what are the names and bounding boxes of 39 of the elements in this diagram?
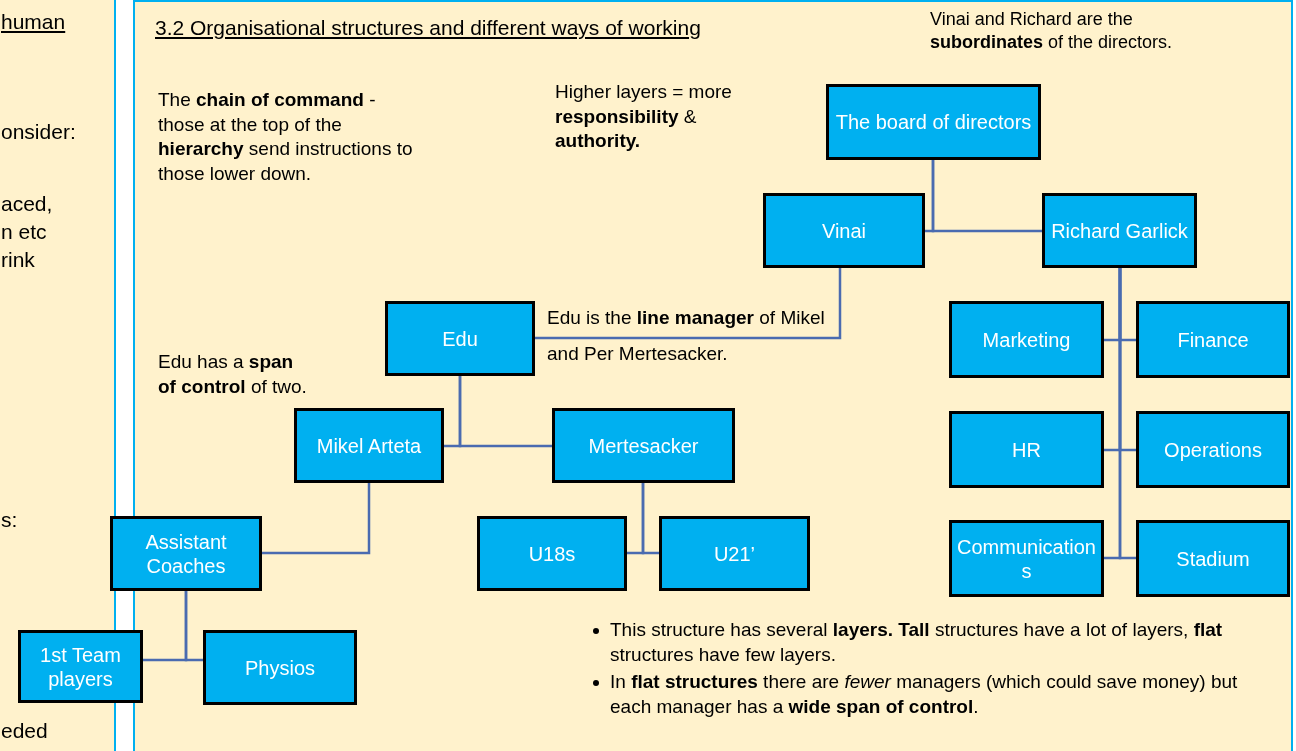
text-fragment: onsider: bbox=[1, 119, 77, 145]
org-box: Mikel Arteta bbox=[294, 408, 444, 483]
org-box: Communications bbox=[949, 520, 1104, 597]
org-box: Vinai bbox=[763, 193, 925, 268]
section-heading: 3.2 Organisational structures and different ways of working bbox=[155, 15, 702, 41]
org-box: Operations bbox=[1136, 411, 1290, 488]
connector-line bbox=[535, 268, 842, 340]
connector-line bbox=[458, 376, 552, 448]
org-box: Physios bbox=[203, 630, 357, 705]
org-box: Mertesacker bbox=[552, 408, 735, 483]
text-fragment: n etc bbox=[1, 219, 48, 245]
note-text: Vinai and Richard are the subordinates of the directors. bbox=[930, 8, 1174, 55]
connector-line bbox=[931, 160, 1042, 233]
text-fragment: aced, bbox=[1, 191, 54, 217]
text-fragment: human bbox=[1, 9, 67, 35]
connector-line bbox=[641, 483, 659, 555]
org-box: U21’ bbox=[659, 516, 810, 591]
org-box: U18s bbox=[477, 516, 627, 591]
text-fragment: rink bbox=[1, 247, 36, 273]
note-text: Edu has a span of control of two. bbox=[158, 350, 308, 399]
org-box: Richard Garlick bbox=[1042, 193, 1197, 268]
connector-line bbox=[262, 483, 371, 555]
connector-line bbox=[184, 591, 203, 662]
org-box: HR bbox=[949, 411, 1104, 488]
note-text: Edu is the line manager of Mikel and Per Mertesacker. bbox=[547, 306, 826, 366]
text-fragment: eded bbox=[1, 718, 49, 744]
note-text: The chain of command - those at the top of the hierarchy send instructions to those lower down. bbox=[158, 88, 413, 187]
text-fragment: s: bbox=[1, 507, 19, 533]
org-box: The board of directors bbox=[826, 84, 1041, 160]
bullet-point: In flat structures there are fewer managers (which could save money) but each manager has a wide span of control. bbox=[610, 670, 1239, 719]
note-text: Higher layers = more responsibility & authority. bbox=[555, 80, 733, 154]
org-box: Stadium bbox=[1136, 520, 1290, 597]
bullet-point: This structure has several layers. Tall structures have a lot of layers, flat structures have few layers. bbox=[610, 618, 1224, 667]
org-box: Marketing bbox=[949, 301, 1104, 378]
org-box: Assistant Coaches bbox=[110, 516, 262, 591]
org-box: Edu bbox=[385, 301, 535, 376]
connector-line bbox=[1118, 268, 1136, 560]
org-box: Finance bbox=[1136, 301, 1290, 378]
org-box: 1st Team players bbox=[18, 630, 143, 703]
